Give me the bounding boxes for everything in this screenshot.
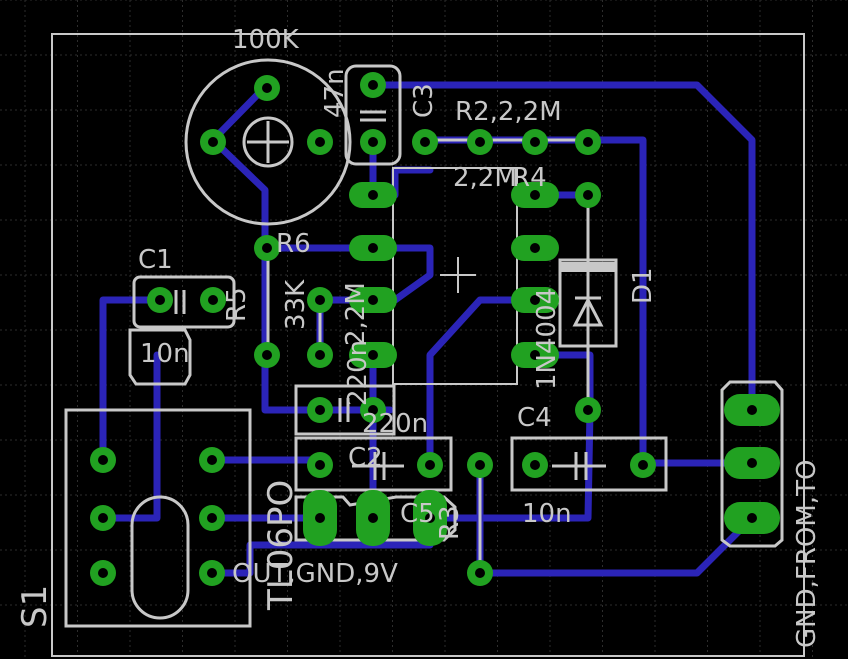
c1-value-label: 10n (140, 339, 190, 369)
drill-hole (207, 568, 217, 578)
r6-value-label: 33K (281, 279, 311, 330)
drill-hole (530, 350, 540, 360)
drill-hole (98, 568, 108, 578)
out-header-label: OUT,GND,9V (232, 559, 398, 589)
trace (99, 296, 161, 464)
r3-name-label: R3 (435, 505, 465, 540)
drill-hole (368, 405, 378, 415)
drill-hole (530, 295, 540, 305)
drill-hole (208, 295, 218, 305)
drill-hole (368, 513, 378, 523)
c1-outline (132, 275, 236, 329)
c4-value-label: 10n (522, 499, 572, 529)
potentiometer-outline (184, 58, 352, 226)
drill-hole (583, 405, 593, 415)
drill-hole (530, 190, 540, 200)
pot-value-label: 100K (232, 25, 300, 55)
drill-hole (368, 137, 378, 147)
drill-hole (530, 460, 540, 470)
drill-hole (207, 455, 217, 465)
switch-outline (64, 408, 252, 628)
drill-hole (315, 350, 325, 360)
r2-label: R2,2,2M (455, 97, 562, 127)
drill-hole (262, 350, 272, 360)
c4-name-label: C4 (517, 403, 552, 433)
drill-hole (530, 243, 540, 253)
drill-hole (315, 405, 325, 415)
drill-hole (530, 137, 540, 147)
drill-hole (315, 295, 325, 305)
diode-name-label: D1 (628, 267, 658, 304)
ic-outline (392, 167, 518, 385)
drill-hole (155, 295, 165, 305)
trace (426, 296, 534, 464)
drill-hole (208, 137, 218, 147)
switch-name-label: S1 (15, 585, 55, 628)
cap-220n-b-label: 220n (362, 409, 428, 439)
d1-outline (558, 258, 618, 348)
drill-hole (262, 83, 272, 93)
c3-name-label: C3 (409, 83, 439, 118)
r4-value-label: 2,2M (453, 163, 517, 193)
r5-name-label: R5 (222, 287, 252, 322)
drill-hole (368, 80, 378, 90)
trace (369, 81, 756, 414)
drill-hole (262, 243, 272, 253)
c5-name-label: C5 (400, 499, 435, 529)
labels: 100K 47n C3 R2,2,2M 2,2M R4 C1 R5 10n R6… (15, 25, 822, 648)
trace (476, 514, 756, 577)
drill-hole (425, 513, 435, 523)
drill-hole (475, 137, 485, 147)
drill-hole (583, 190, 593, 200)
c1-name-label: C1 (138, 245, 173, 275)
cap-220n-outline (294, 384, 396, 436)
drill-hole (475, 460, 485, 470)
drill-hole (98, 513, 108, 523)
ic-name-label: TL06PO (261, 480, 301, 611)
cap-220n-a-label: 220n (343, 340, 373, 406)
drill-hole (425, 460, 435, 470)
drill-hole (420, 137, 430, 147)
r6-name-label: R6 (276, 229, 311, 259)
drill-hole (475, 568, 485, 578)
drill-hole (207, 513, 217, 523)
in-header-label: GND,FROM,TO (792, 460, 822, 648)
board-outline (51, 33, 805, 657)
drill-hole (315, 137, 325, 147)
drill-hole (368, 190, 378, 200)
drill-hole (747, 513, 757, 523)
c4-outline (510, 436, 668, 492)
trace (209, 136, 377, 252)
potentiometer-knob (242, 116, 294, 168)
drill-hole (98, 455, 108, 465)
drill-hole (368, 350, 378, 360)
drill-hole (315, 460, 325, 470)
drill-hole (368, 295, 378, 305)
c3-value-label: 47n (320, 68, 350, 118)
diode-value-label: 1N4004 (532, 288, 562, 390)
drill-hole (638, 460, 648, 470)
r-2m2-label: 2,2M (341, 282, 371, 346)
drill-hole (315, 513, 325, 523)
c3-outline (344, 64, 402, 166)
in-header-outline (720, 380, 784, 548)
drill-hole (747, 458, 757, 468)
r4-name-label: R4 (512, 163, 547, 193)
drill-hole (368, 243, 378, 253)
drill-hole (583, 137, 593, 147)
drill-hole (747, 405, 757, 415)
pads (90, 72, 780, 586)
c2-name-label: C2 (348, 443, 383, 473)
